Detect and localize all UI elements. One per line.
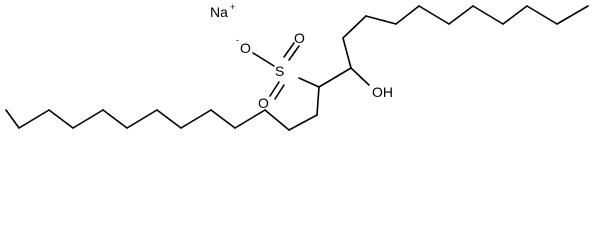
bond	[342, 37, 352, 69]
bond	[556, 5, 589, 25]
bond	[126, 109, 158, 129]
oxygen-anion-symbol: O	[240, 40, 251, 56]
structure-drawing: Na + - O O S O OH	[5, 2, 589, 131]
oxygen-bottom-symbol: O	[258, 95, 269, 111]
sulfur-symbol: S	[275, 63, 284, 79]
bond	[283, 42, 295, 58]
bond	[48, 109, 74, 129]
bond	[269, 81, 280, 97]
molecule-canvas: Na + - O O S O OH	[5, 2, 589, 131]
bond	[418, 5, 450, 25]
oxygen-anion-charge: -	[236, 35, 239, 45]
bond	[72, 109, 104, 129]
oxygen-top-symbol: O	[294, 30, 305, 46]
bond	[252, 52, 275, 67]
sulfonate-group: - O O S O	[236, 30, 305, 111]
bond	[395, 5, 420, 25]
bond	[5, 109, 20, 129]
bond	[234, 109, 266, 129]
upper-alkyl-chain	[342, 5, 589, 69]
hydroxyl-label: OH	[372, 84, 393, 100]
bond	[350, 67, 370, 86]
bond	[264, 109, 290, 131]
lower-alkyl-chain	[5, 109, 318, 131]
core-backbone	[298, 67, 370, 116]
bond	[288, 45, 300, 61]
bond	[274, 84, 285, 100]
sulfonate-bonds	[252, 42, 300, 100]
bond	[156, 109, 182, 129]
bond	[102, 109, 128, 129]
bond	[316, 86, 320, 116]
sodium-ion: Na +	[210, 2, 235, 20]
bond	[298, 77, 320, 88]
bond	[318, 67, 352, 88]
bond	[502, 5, 528, 25]
bond	[448, 5, 474, 25]
bond	[18, 109, 50, 129]
bond	[365, 15, 397, 25]
bond	[342, 15, 367, 39]
bond	[180, 109, 212, 129]
bond	[472, 5, 504, 25]
bond	[288, 114, 318, 131]
sodium-symbol: Na	[210, 4, 228, 20]
sodium-charge: +	[230, 2, 235, 12]
bond	[210, 109, 236, 129]
bond	[526, 5, 558, 25]
